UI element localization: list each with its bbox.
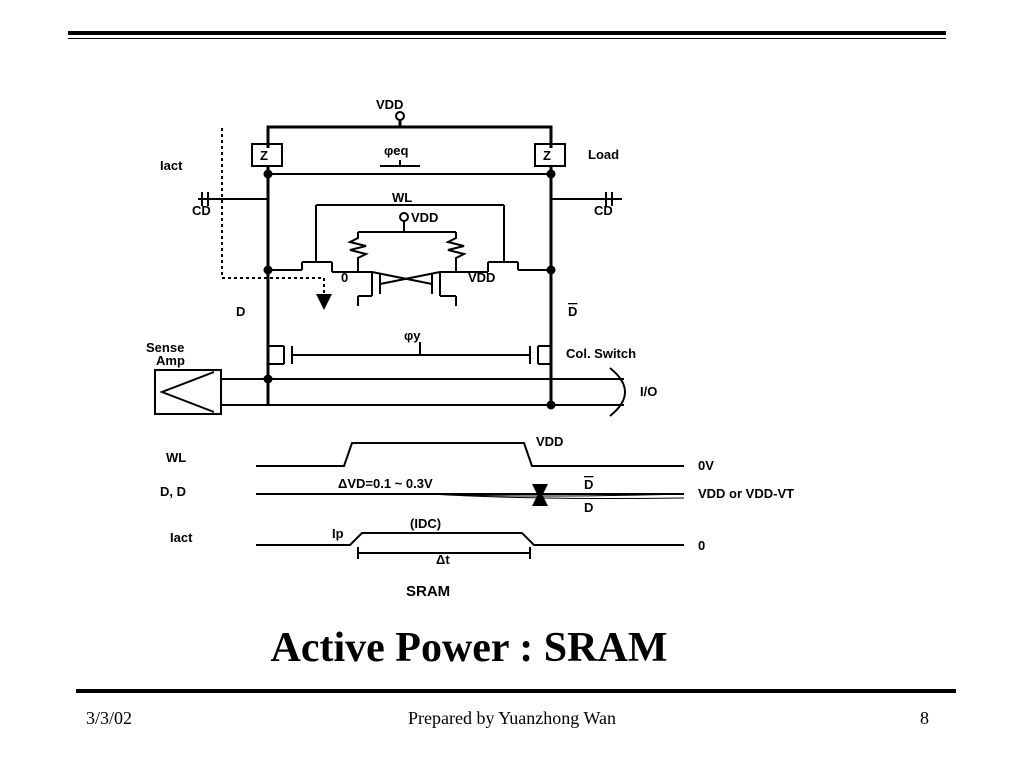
footer-date: 3/3/02	[86, 708, 133, 728]
footer-page-number: 8	[920, 708, 929, 728]
sram-circuit	[154, 111, 626, 417]
d-out-label: D	[584, 500, 593, 515]
node-vdd-label: VDD	[468, 270, 495, 285]
sense-amp-label-2: Amp	[156, 353, 185, 368]
ip-label: Ip	[332, 526, 344, 541]
top-rule-thin	[68, 38, 946, 39]
cross-couple	[379, 271, 441, 285]
load-label: Load	[588, 147, 619, 162]
vdd-top-terminal	[395, 111, 405, 121]
col-switch-label: Col. Switch	[566, 346, 636, 361]
phi-y-label: φy	[404, 328, 421, 343]
io-bracket	[609, 367, 626, 417]
phi-eq-label: φeq	[384, 143, 409, 158]
iact-circuit-label: Iact	[160, 158, 183, 173]
sense-amp-box	[154, 369, 222, 415]
sense-amp-label-1: Sense	[146, 340, 184, 355]
pull-up-resistor-right	[445, 232, 467, 272]
top-rule-thick	[68, 31, 946, 35]
wl-low-label: 0V	[698, 458, 714, 473]
z-right-label: Z	[543, 148, 551, 163]
delta-t-label: Δt	[436, 552, 450, 567]
pull-up-resistor-left	[347, 232, 369, 272]
slide-title: Active Power : SRAM	[270, 625, 668, 671]
bitline-d-label: D	[236, 304, 245, 319]
iact-current-path	[221, 128, 332, 310]
vdd-cell-label: VDD	[411, 210, 438, 225]
iact-wave-label: Iact	[170, 530, 193, 545]
idc-label: (IDC)	[410, 516, 441, 531]
cd-left-label: CD	[192, 203, 211, 218]
footer-rule	[76, 689, 956, 693]
wl-wave-label: WL	[166, 450, 186, 465]
wl-circuit-label: WL	[392, 190, 412, 205]
sram-waveforms	[256, 442, 685, 559]
vdd-top-label: VDD	[376, 97, 403, 112]
bitline-d-bar-label: D	[568, 304, 577, 319]
iact-zero-label: 0	[698, 538, 705, 553]
sram-caption: SRAM	[406, 583, 450, 600]
cd-right-label: CD	[594, 203, 613, 218]
vdd-cell-terminal	[399, 212, 409, 222]
precharge-label: VDD or VDD-VT	[698, 486, 794, 501]
iact-waveform	[256, 532, 684, 546]
footer-author: Prepared by Yuanzhong Wan	[408, 708, 616, 728]
d-pair-label: D, D	[160, 484, 186, 499]
io-label: I/O	[640, 384, 657, 399]
wl-waveform	[256, 442, 684, 467]
d-bar-out-label: D	[584, 477, 593, 492]
wl-high-label: VDD	[536, 434, 563, 449]
z-left-label: Z	[260, 148, 268, 163]
delta-vd-label: ΔVD=0.1 ~ 0.3V	[338, 476, 433, 491]
node-zero-label: 0	[341, 270, 348, 285]
vdd-rail	[266, 125, 553, 148]
